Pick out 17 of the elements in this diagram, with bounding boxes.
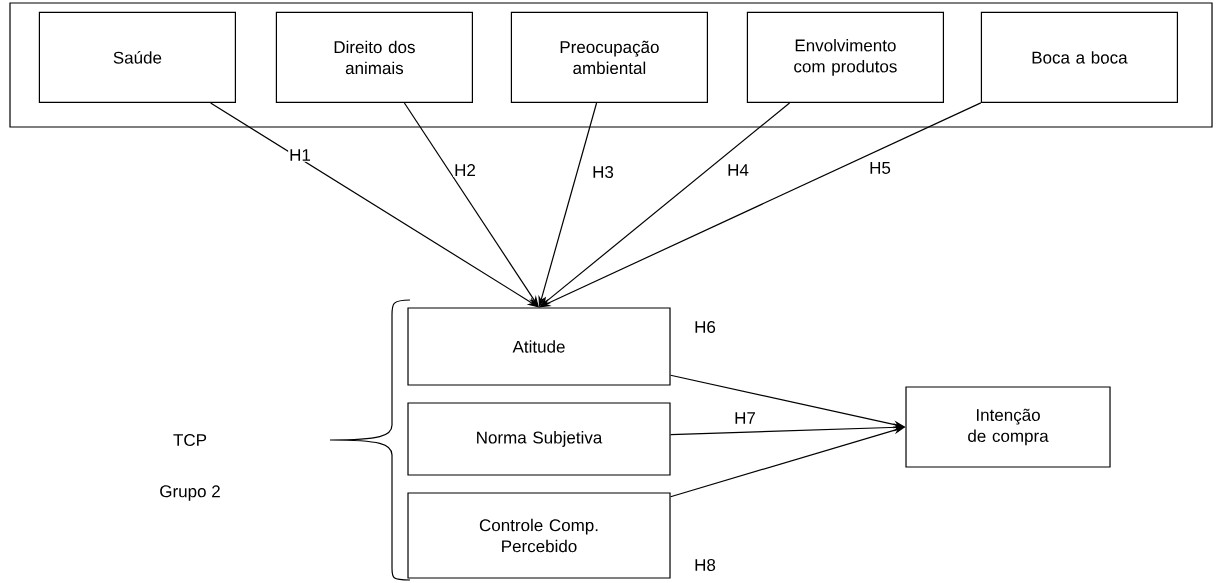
group-label: Grupo 2 — [160, 485, 220, 501]
concept-box: Norma Subjetiva — [407, 402, 671, 476]
group-box — [9, 2, 1213, 128]
concept-box: Preocupação ambiental — [510, 11, 708, 103]
concept-box: Direito dos animais — [275, 11, 473, 103]
edge-label: H2 — [453, 163, 477, 177]
group-label: TCP — [173, 434, 207, 447]
edge-label: H4 — [726, 163, 750, 177]
concept-box: Envolvimento com produtos — [746, 11, 944, 103]
edge-label: H7 — [733, 411, 757, 425]
concept-box: Controle Comp. Percebido — [407, 492, 671, 579]
edge-label: H1 — [288, 148, 312, 162]
concept-box: Atitude — [407, 307, 671, 386]
concept-box: Boca a boca — [980, 11, 1178, 103]
concept-box: Saúde — [38, 11, 236, 103]
concept-box: Intenção de compra — [905, 386, 1111, 468]
edge-label: H5 — [868, 161, 892, 175]
